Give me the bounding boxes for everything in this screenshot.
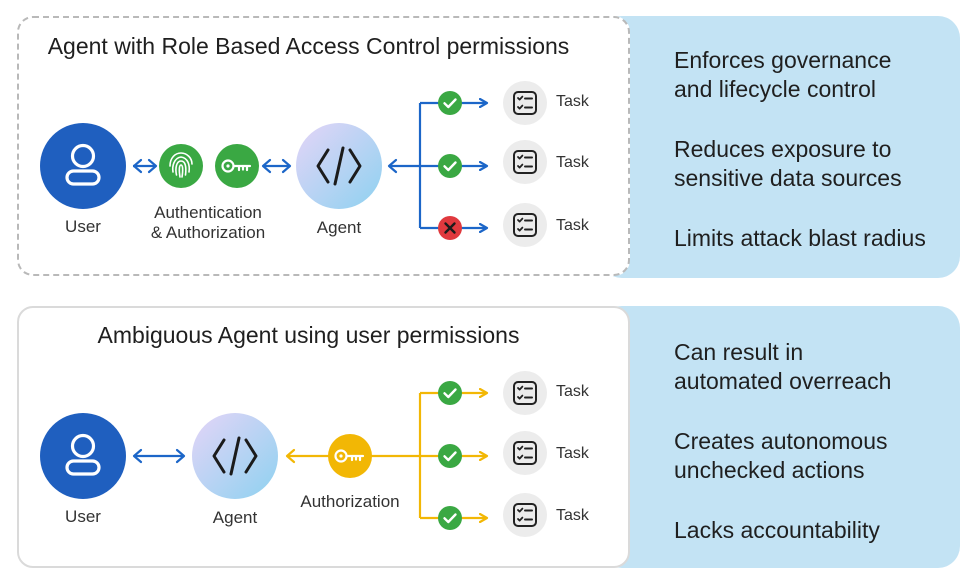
- fingerprint-badge: [159, 144, 203, 188]
- task-label: Task: [556, 93, 589, 110]
- arrowhead-right: [281, 158, 292, 174]
- auth-label: Authentication & Authorization: [150, 203, 266, 242]
- task-badge: [503, 140, 547, 184]
- task-badge: [503, 203, 547, 247]
- task-label: Task: [556, 154, 589, 171]
- risks-panel: Can result in automated overreach Create…: [600, 306, 960, 568]
- task-badge: [503, 493, 547, 537]
- risk-item: Can result in automated overreach: [674, 339, 892, 394]
- task-label: Task: [556, 217, 589, 234]
- arrowhead-right: [147, 158, 158, 174]
- benefit-item: Reduces exposure to sensitive data sourc…: [674, 136, 902, 191]
- task-label: Task: [556, 507, 589, 524]
- arrowhead-left: [261, 158, 272, 174]
- risk-item: Lacks accountability: [674, 517, 880, 543]
- check-icon: [438, 381, 462, 405]
- benefits-list: Enforces governance and lifecycle contro…: [674, 46, 954, 284]
- check-icon: [438, 91, 462, 115]
- benefits-panel: Enforces governance and lifecycle contro…: [600, 16, 960, 278]
- task-badge: [503, 371, 547, 415]
- user-label: User: [65, 217, 101, 236]
- benefit-item: Enforces governance and lifecycle contro…: [674, 47, 892, 102]
- arrowhead-right: [175, 448, 186, 464]
- risks-list: Can result in automated overreach Create…: [674, 338, 954, 576]
- arrowhead-left: [132, 448, 143, 464]
- task-label: Task: [556, 445, 589, 462]
- check-icon: [438, 506, 462, 530]
- panel-title: Agent with Role Based Access Control per…: [47, 33, 570, 59]
- task-badge: [503, 81, 547, 125]
- auth-label: Authorization: [300, 492, 400, 511]
- x-icon: [438, 216, 462, 240]
- agent-label: Agent: [316, 218, 362, 237]
- risk-item: Creates autonomous unchecked actions: [674, 428, 888, 483]
- arrowhead-left: [285, 448, 296, 464]
- task-badge: [503, 431, 547, 475]
- panel-title: Ambiguous Agent using user permissions: [97, 322, 520, 348]
- arrowhead-left: [387, 158, 398, 174]
- arrowhead-left: [132, 158, 143, 174]
- check-icon: [438, 154, 462, 178]
- task-label: Task: [556, 383, 589, 400]
- agent-label: Agent: [212, 508, 258, 527]
- benefit-item: Limits attack blast radius: [674, 225, 926, 251]
- user-label: User: [65, 507, 101, 526]
- check-icon: [438, 444, 462, 468]
